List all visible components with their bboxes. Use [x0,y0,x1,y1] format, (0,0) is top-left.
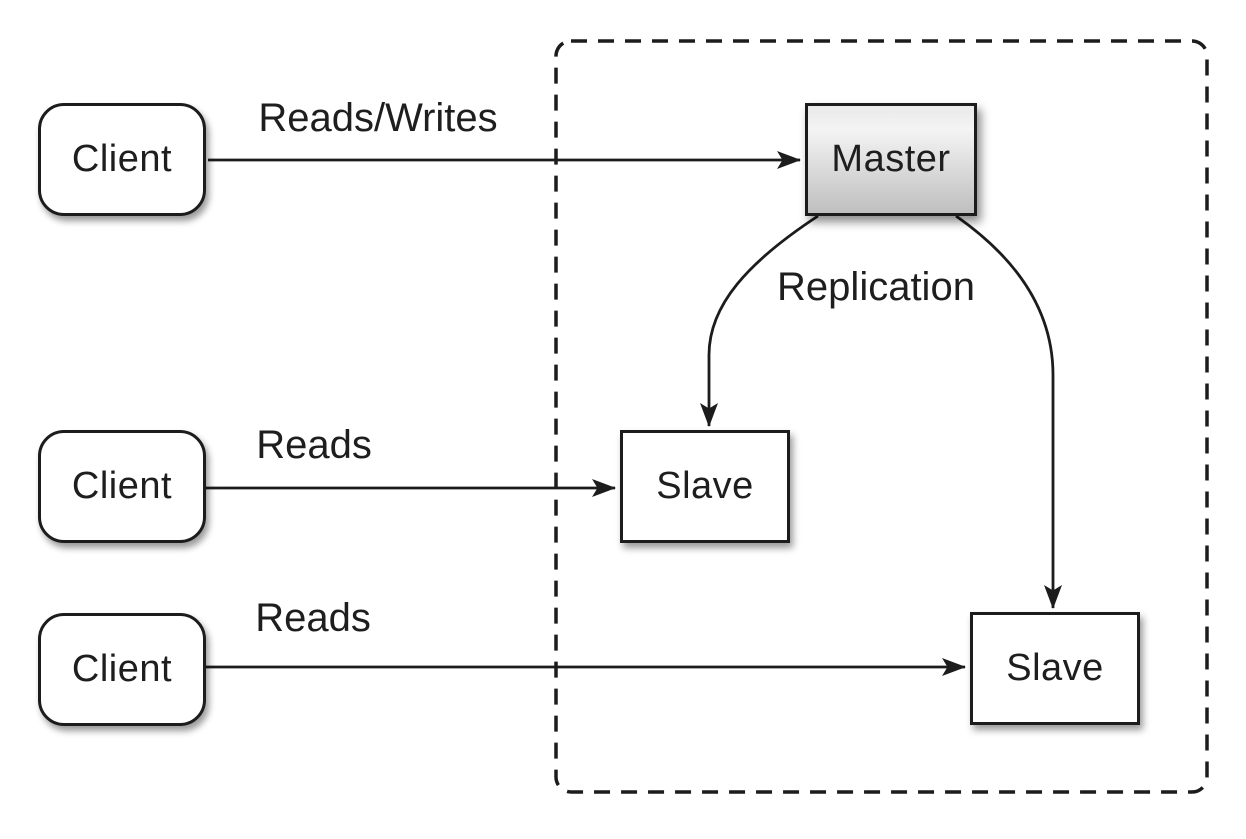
node-client-3-label: Client [71,648,173,690]
node-slave-1: Slave [620,430,790,543]
edge-label-reads-2: Reads [255,596,371,640]
node-slave-2: Slave [970,612,1140,725]
node-client-3: Client [38,613,206,726]
arrow-master-to-slave1 [700,214,819,427]
node-master: Master [805,103,977,216]
node-slave-2-label: Slave [1006,647,1104,689]
node-master-label: Master [831,138,951,180]
node-client-1-label: Client [71,138,173,180]
node-client-2-label: Client [71,465,173,507]
node-client-1: Client [38,103,206,216]
edge-label-replication: Replication [777,265,975,309]
edge-label-reads-writes: Reads/Writes [258,96,498,140]
node-slave-1-label: Slave [656,465,754,507]
node-client-2: Client [38,430,206,543]
edge-label-reads-1: Reads [256,423,372,467]
